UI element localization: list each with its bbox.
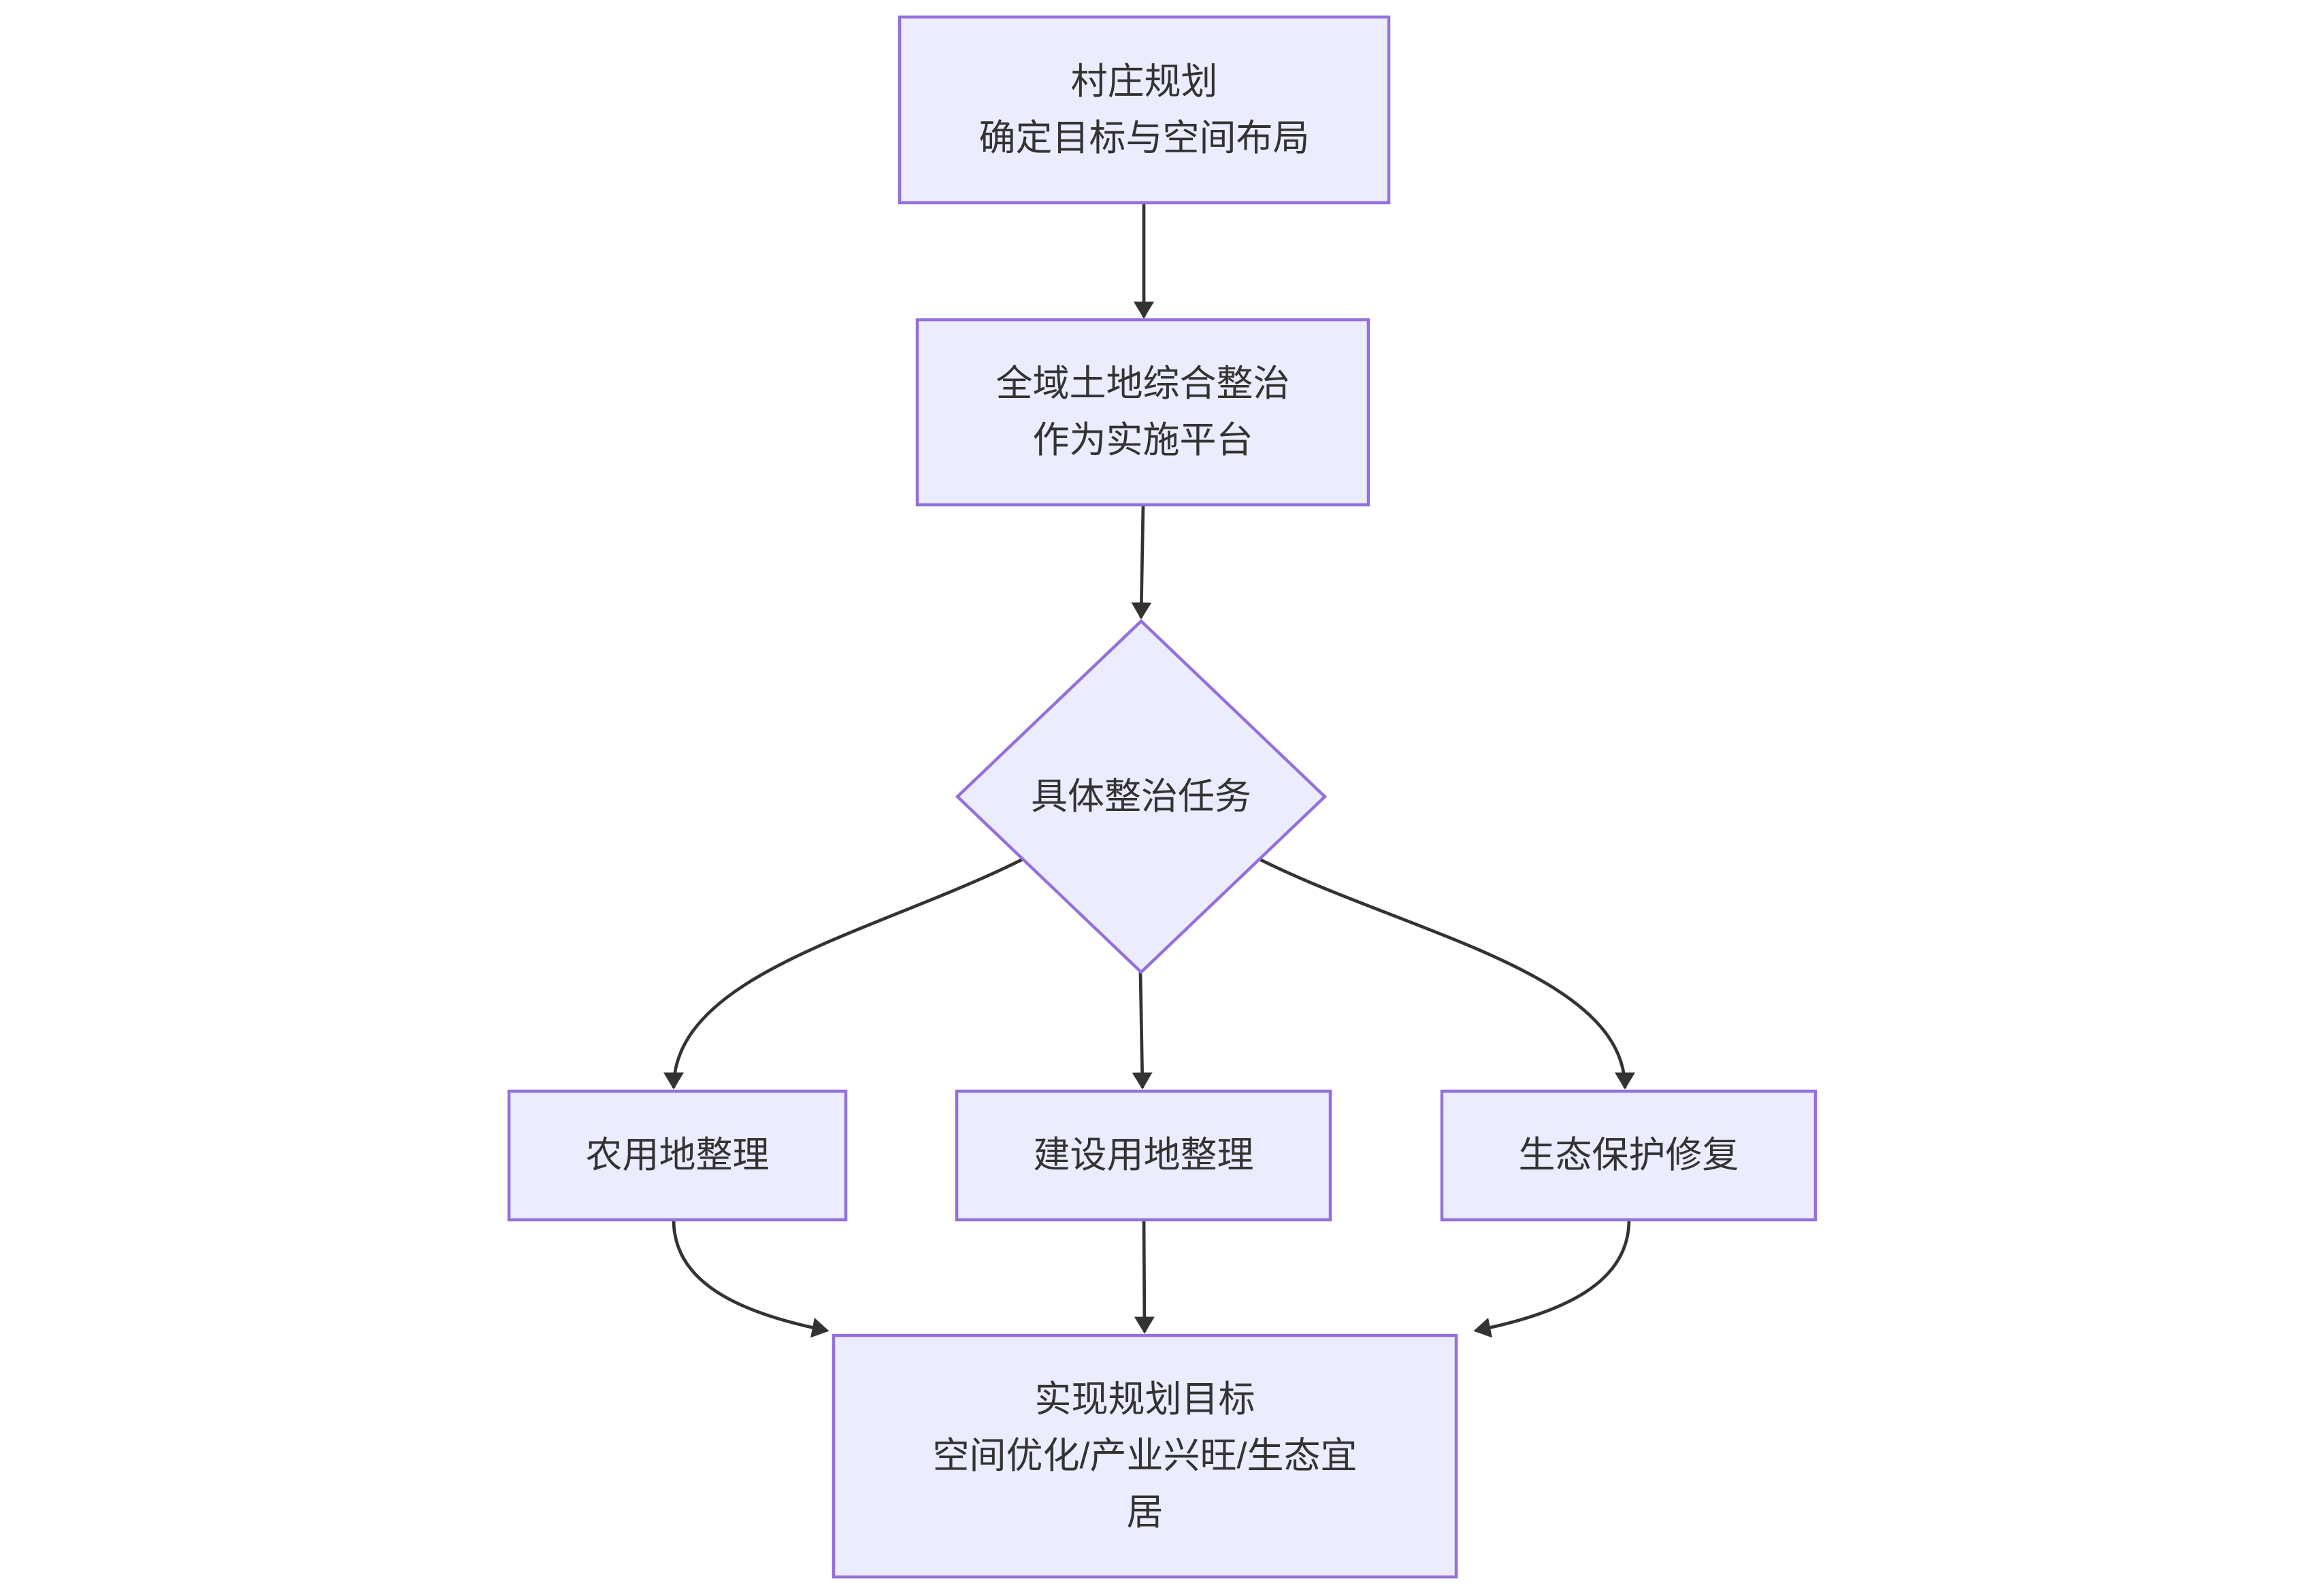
platform-node-label: 全域土地综合整治 作为实施平台 (917, 320, 1368, 505)
edge-farmland-to-goal (672, 1219, 829, 1338)
goal-node-label: 实现规划目标 空间优化/产业兴旺/生态宜 居 (834, 1335, 1456, 1577)
farmland-node-label: 农用地整理 (509, 1091, 846, 1220)
label-line: 具体整治任务 (1031, 776, 1251, 817)
label-line: 确定目标与空间布局 (978, 117, 1310, 159)
construction-node-label: 建设用地整理 (957, 1091, 1330, 1220)
ecology-node-label: 生态保护修复 (1442, 1091, 1815, 1220)
edge-tasks-to-farmland (663, 857, 1024, 1090)
farmland-node-shape (507, 1089, 848, 1222)
village-planning-node-label: 村庄规划 确定目标与空间布局 (900, 17, 1389, 203)
edge-ecology-to-goal (1473, 1219, 1631, 1338)
label-line: 全域土地综合整治 (996, 363, 1290, 404)
edge-tasks-to-construction (1132, 971, 1153, 1090)
goal-node-shape (832, 1333, 1458, 1579)
label-line: 作为实施平台 (1032, 420, 1253, 461)
construction-node-shape (955, 1089, 1332, 1222)
label-line: 居 (1126, 1492, 1164, 1533)
tasks-decision-diamond-shape (955, 618, 1328, 975)
edge-platform-to-tasks (1131, 504, 1152, 620)
ecology-node-shape (1440, 1089, 1818, 1222)
label-line: 生态保护修复 (1518, 1135, 1739, 1176)
tasks-decision-node-label: 具体整治任务 (957, 729, 1325, 865)
village-planning-node-shape (898, 15, 1391, 205)
edge-tasks-to-ecology (1258, 857, 1635, 1090)
label-line: 实现规划目标 (1034, 1379, 1255, 1420)
platform-node-shape (915, 318, 1370, 507)
label-line: 建设用地整理 (1033, 1135, 1254, 1176)
edge-construction-to-goal (1134, 1219, 1155, 1334)
label-line: 村庄规划 (1070, 61, 1218, 102)
label-line: 空间优化/产业兴旺/生态宜 (932, 1435, 1358, 1476)
label-line: 农用地整理 (585, 1135, 770, 1176)
